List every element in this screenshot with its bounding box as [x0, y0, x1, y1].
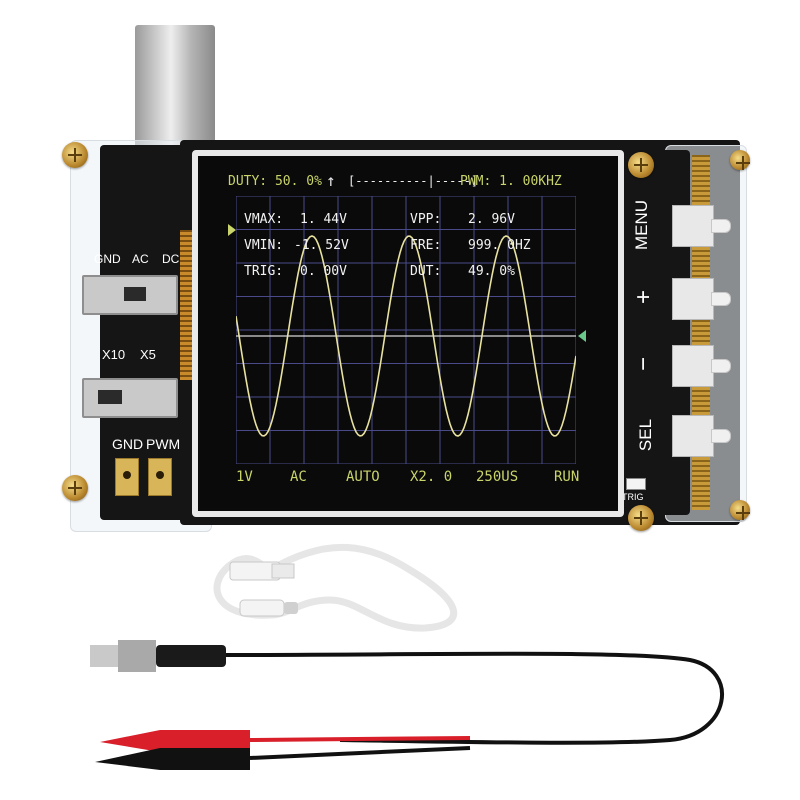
minus-button-label: − [630, 356, 658, 372]
screw-bottom-right-outer [730, 500, 750, 520]
screw-top-left [62, 142, 88, 168]
waveform-trace [236, 235, 576, 437]
run-status: RUN [554, 469, 580, 485]
plus-button-label: + [630, 289, 658, 305]
gnd-test-pad[interactable] [115, 458, 139, 496]
label-ac: AC [132, 252, 149, 266]
usb-c-cable [213, 543, 458, 632]
grid [236, 196, 576, 464]
vpp-label: VPP: [410, 212, 442, 227]
label-gnd-pad: GND [112, 436, 144, 452]
vmin-value: -1. 52V [294, 238, 349, 253]
zoom-factor: X2. 0 [410, 469, 453, 485]
sel-button-label: SEL [636, 418, 656, 452]
label-trig: TRIG [622, 492, 644, 502]
waveform-plot [236, 196, 576, 464]
dut-label: DUT: [410, 264, 442, 279]
volts-per-div: 1V [236, 469, 253, 485]
trig-label: TRIG: [244, 264, 284, 279]
label-dc: DC [162, 252, 180, 266]
trig-led [626, 478, 646, 490]
label-x5: X5 [140, 347, 156, 362]
fre-value: 999. 0HZ [468, 238, 531, 253]
label-x10: X10 [102, 347, 126, 362]
probe-attenuation-switch[interactable] [82, 378, 178, 418]
screw-bottom-left [62, 475, 88, 501]
bnc-probe-cable [90, 640, 725, 770]
coupling-mode: AC [290, 469, 307, 485]
minus-button[interactable] [672, 345, 731, 387]
dut-value: 49. 0% [468, 264, 515, 279]
sel-button[interactable] [672, 415, 731, 457]
vmin-label: VMIN: [244, 238, 284, 253]
trigger-marker-icon [228, 224, 236, 236]
menu-button-label: MENU [632, 199, 652, 251]
plus-button[interactable] [672, 278, 731, 320]
pwm-readout: PWM: 1. 00KHZ [460, 174, 562, 189]
duty-bar: [----------|-----] [348, 174, 479, 188]
ribbon-connector [180, 230, 194, 380]
pwm-test-pad[interactable] [148, 458, 172, 496]
trig-value: 0. 00V [300, 264, 347, 279]
label-gnd: GND [94, 252, 121, 266]
duty-readout: DUTY: 50. 0% [228, 174, 322, 189]
bnc-connector-top [135, 25, 215, 150]
lcd-screen: DUTY: 50. 0% ↑ [----------|-----] PWM: 1… [192, 150, 624, 517]
screw-top-right-outer [730, 150, 750, 170]
vmax-label: VMAX: [244, 212, 284, 227]
vpp-value: 2. 96V [468, 212, 515, 227]
fre-label: FRE: [410, 238, 442, 253]
label-pwm-pad: PWM [146, 436, 181, 452]
screw-top-right [628, 152, 654, 178]
time-per-div: 250US [476, 469, 519, 485]
up-arrow-icon: ↑ [326, 171, 336, 190]
vmax-value: 1. 44V [300, 212, 347, 227]
screw-bottom-right [628, 505, 654, 531]
coupling-switch[interactable] [82, 275, 178, 315]
offset-marker-icon [578, 330, 586, 342]
trigger-mode: AUTO [346, 469, 380, 485]
menu-button[interactable] [672, 205, 731, 247]
